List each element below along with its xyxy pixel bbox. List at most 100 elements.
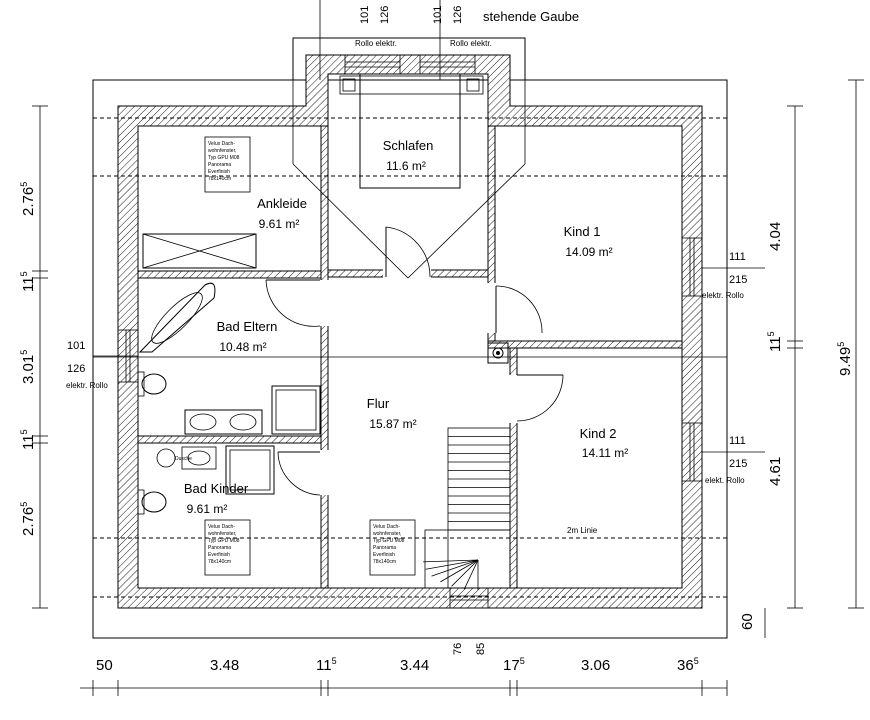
velux-note-line: Panorama [208, 545, 231, 551]
room-area-kind1: 14.09 m² [565, 245, 612, 259]
velux-note-line: Panorama [373, 545, 396, 551]
label-elektr-rollo-kind2: elekt. Rollo [705, 476, 745, 485]
room-area-kind2: 14.11 m² [582, 446, 628, 460]
velux-note-line: Typ GPU M08 [208, 538, 240, 544]
opening-south-left: 76 [452, 643, 464, 655]
staircase [423, 427, 511, 590]
velux-note-line: wohnfenster, [208, 148, 236, 154]
dim-right-total: 9.495 [836, 342, 854, 376]
velux-note-line: Everfinish [208, 169, 230, 175]
opening-kind2-top: 111 [729, 435, 746, 447]
room-area-bad-kinder: 9.61 m² [187, 502, 228, 516]
shower-kinder [225, 445, 275, 495]
velux-note-line: Velux Dach- [208, 524, 235, 530]
velux-note-line: Velux Dach- [208, 141, 235, 147]
velux-note-line: wohnfenster, [208, 531, 236, 537]
stair-winder [463, 559, 479, 590]
ankleide-shower-tray [142, 233, 257, 269]
velux-note-line: Velux Dach- [373, 524, 400, 530]
roof-outline [92, 79, 728, 639]
opening-gaube-left-top: 101 [359, 6, 371, 24]
dim-right-bottom: 60 [739, 613, 756, 630]
dim-left-3: 115 [19, 429, 37, 450]
dim-left-2: 3.015 [19, 350, 37, 384]
wall-ankleide-bad [137, 270, 329, 279]
room-name-kind2: Kind 2 [580, 426, 617, 441]
room-name-ankleide: Ankleide [257, 196, 307, 211]
door-kind1 [495, 285, 543, 334]
stair-winder [425, 559, 479, 570]
label-elektr-rollo-west: elektr. Rollo [66, 381, 108, 390]
label-rollo-left: Rollo elektr. [355, 39, 397, 48]
velux-note-flur [369, 519, 416, 576]
velux-note-line: 78x140cm [208, 176, 231, 182]
opening-south-right: 85 [475, 643, 487, 655]
opening-kind2-bottom: 215 [729, 458, 747, 470]
label-2m-linie: 2m Linie [567, 526, 598, 535]
velux-note-line: wohnfenster, [373, 531, 401, 537]
velux-text-ankleide: Velux Dach-wohnfenster,Typ GPU M08Panora… [208, 141, 240, 182]
velux-note-line: 78x140cm [208, 559, 231, 565]
dim-bottom-0: 50 [96, 657, 113, 674]
label-elektr-rollo-kind1: elektr. Rollo [702, 291, 744, 300]
title-stehende-gaube: stehende Gaube [483, 9, 579, 24]
velux-note-line: Panorama [208, 162, 231, 168]
velux-note-line: 78x140cm [373, 559, 396, 565]
velux-note-line: Everfinish [208, 552, 230, 558]
opening-gaube-left-bottom: 126 [379, 6, 391, 24]
opening-west-bottom: 126 [67, 363, 85, 375]
bed [359, 73, 461, 189]
toilet-eltern [137, 371, 167, 397]
room-area-schlafen: 11.6 m² [386, 159, 426, 173]
stair-winder [440, 559, 479, 583]
room-name-bad-eltern: Bad Eltern [217, 319, 278, 334]
toilet-kinder [137, 489, 167, 515]
opening-kind1-bottom: 215 [729, 274, 747, 286]
door-bad-eltern [265, 279, 321, 327]
dim-bottom-2: 115 [316, 656, 337, 674]
velux-note-ankleide [204, 136, 251, 193]
room-name-kind1: Kind 1 [564, 224, 601, 239]
door-schlafen [385, 226, 431, 278]
dim-bottom-1: 3.48 [210, 657, 239, 674]
room-area-ankleide: 9.61 m² [259, 217, 300, 231]
opening-kind1-top: 111 [729, 251, 746, 263]
velux-note-bad-kinder [204, 519, 251, 576]
room-area-flur: 15.87 m² [369, 417, 416, 431]
sink-kinder [181, 446, 217, 470]
velux-text-flur: Velux Dach-wohnfenster,Typ GPU M08Panora… [373, 524, 405, 565]
dim-right-2: 4.61 [767, 457, 784, 486]
velux-note-line: Typ GPU M08 [373, 538, 405, 544]
double-sink [184, 409, 263, 435]
dim-bottom-5: 3.06 [581, 657, 610, 674]
washer [156, 448, 176, 468]
opening-gaube-right-top: 101 [432, 6, 444, 24]
dimension-chain-right [764, 80, 857, 638]
wall-kind1-kind2 [487, 340, 683, 349]
window-kind1 [681, 237, 703, 297]
dim-right-0: 4.04 [767, 222, 784, 251]
shower-eltern [271, 385, 321, 435]
dim-left-4: 2.765 [19, 502, 37, 536]
opening-gaube-right-bottom: 126 [452, 6, 464, 24]
dim-bottom-6: 365 [677, 656, 699, 674]
dim-left-1: 115 [19, 271, 37, 292]
room-name-bad-kinder: Bad Kinder [184, 481, 249, 496]
wall-bad-bad [137, 435, 322, 444]
room-area-bad-eltern: 10.48 m² [219, 340, 266, 354]
stair-winder [431, 559, 479, 577]
dormer-outline [292, 37, 526, 80]
opening-west-top: 101 [67, 340, 85, 352]
velux-note-line: Everfinish [373, 552, 395, 558]
dim-left-0: 2.765 [19, 182, 37, 216]
room-name-flur: Flur [367, 396, 390, 411]
dim-bottom-4: 175 [503, 656, 525, 674]
velux-text-bad-kinder: Velux Dach-wohnfenster,Typ GPU M08Panora… [208, 524, 240, 565]
dim-bottom-3: 3.44 [400, 657, 429, 674]
door-bad-kinder [277, 451, 321, 496]
stair-winder [423, 559, 479, 563]
chimney [487, 342, 509, 364]
stair-winder [451, 559, 479, 587]
door-kind2 [516, 374, 564, 422]
